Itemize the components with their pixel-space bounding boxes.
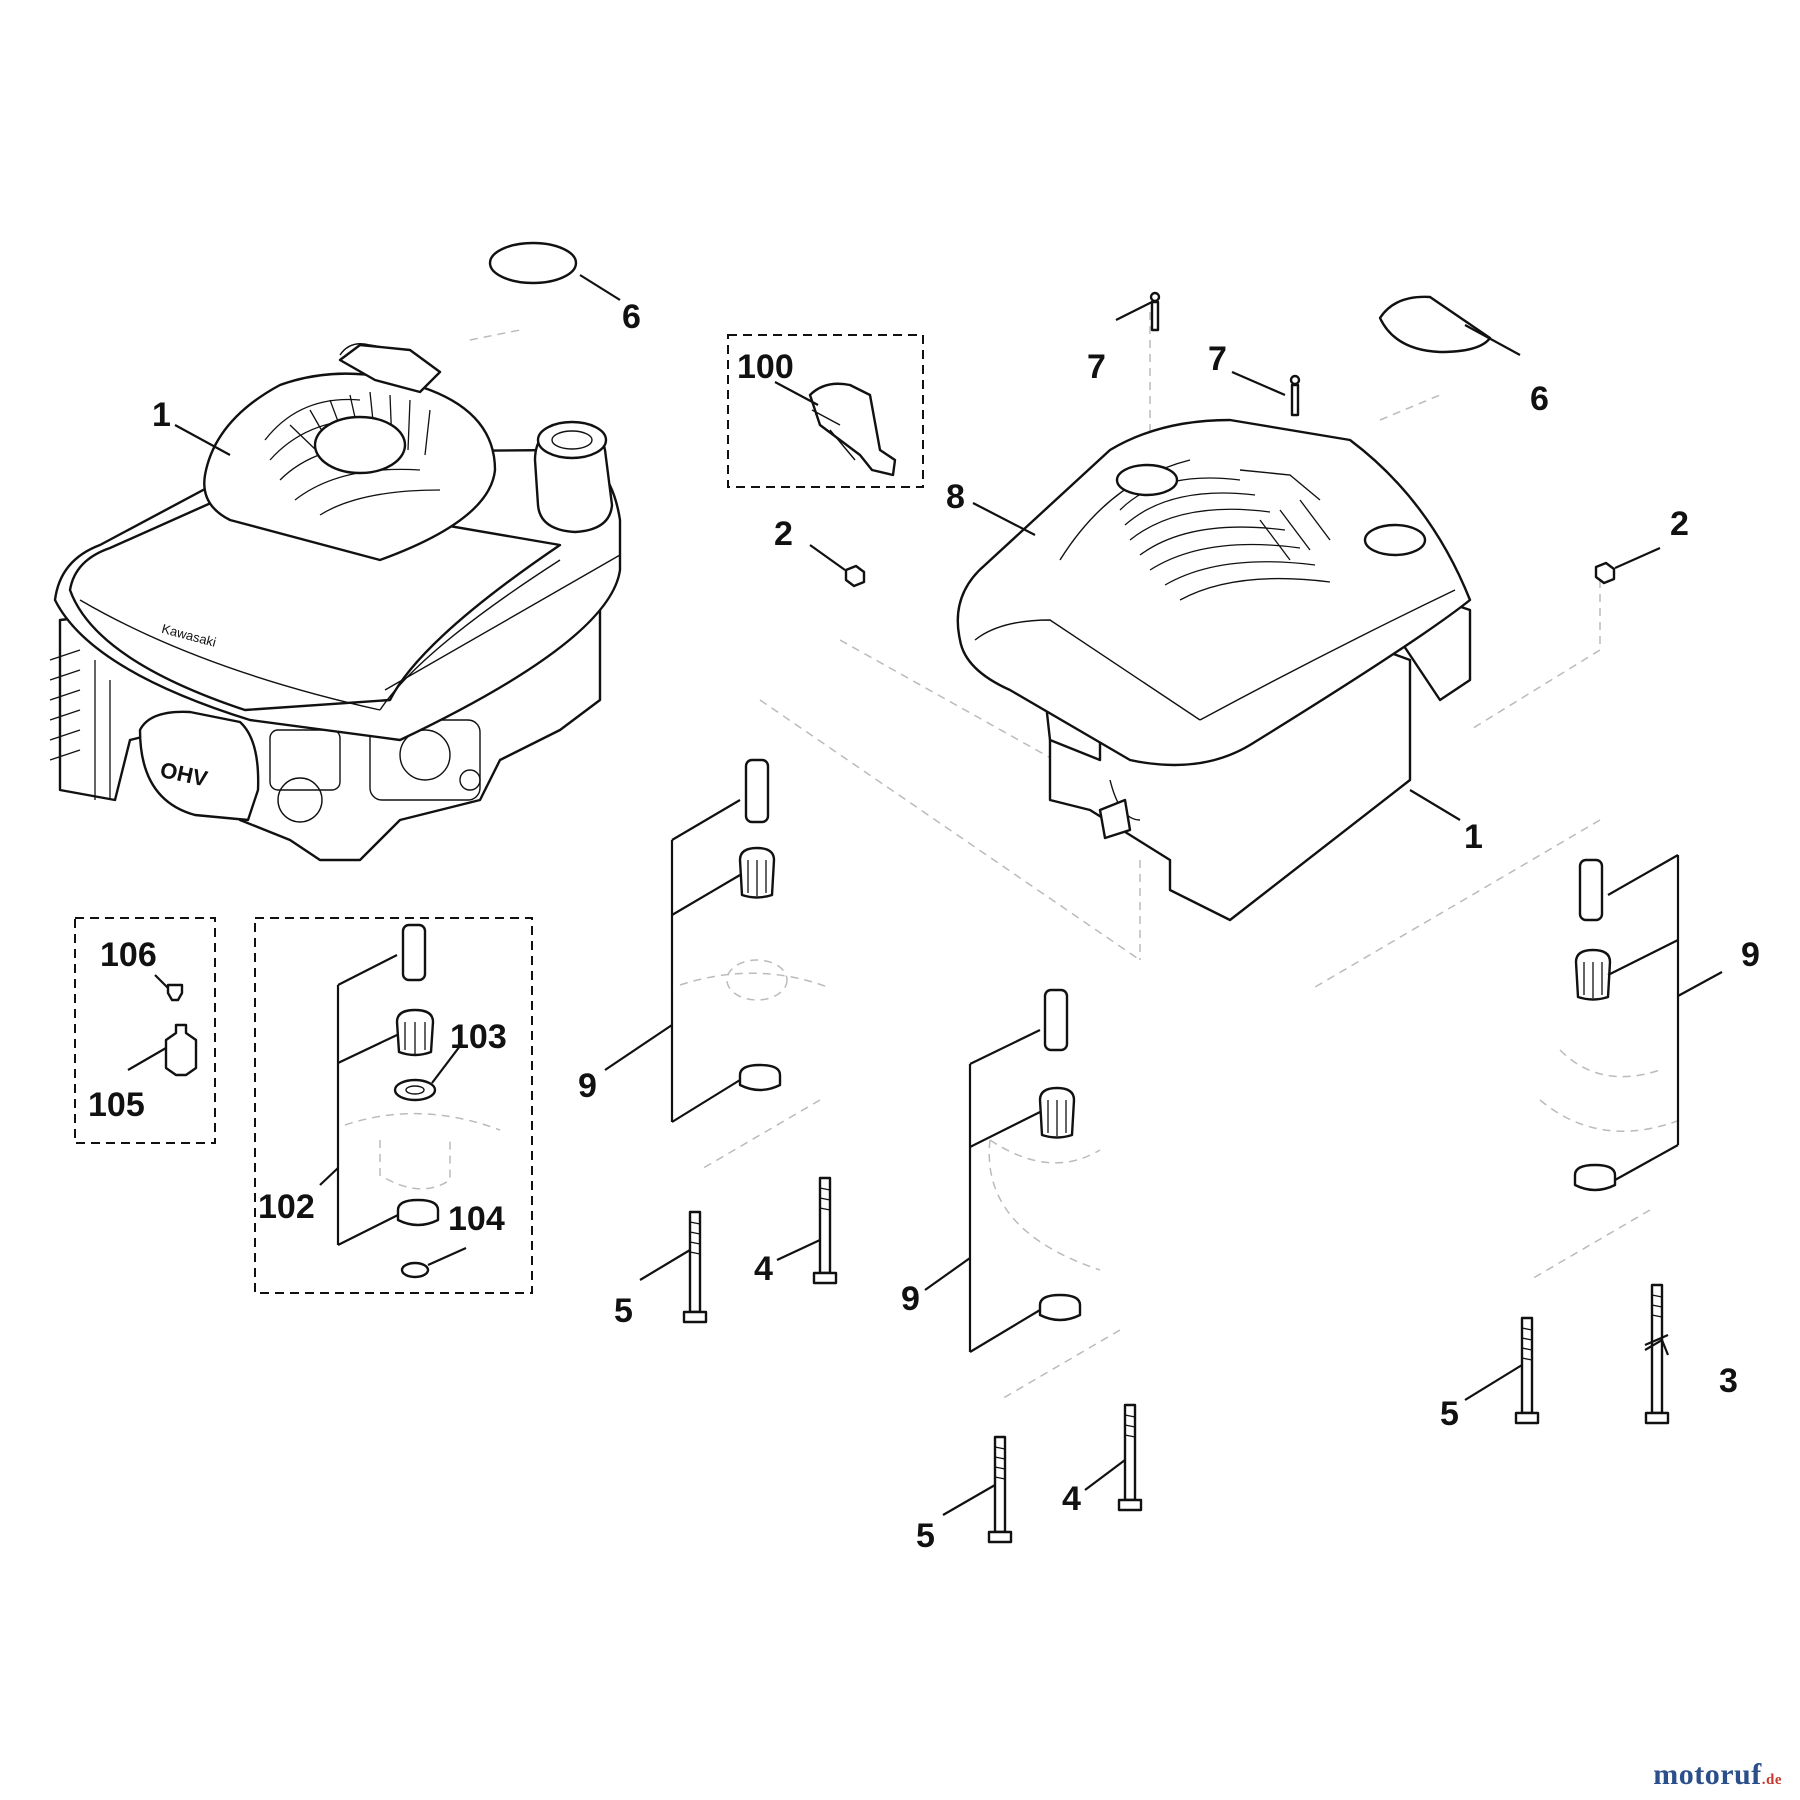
fitting-group-105-106	[74, 917, 216, 1144]
callout-labels: 1 1 2 2 3 4 4 5 5 5 6 6 7 7 8 9 9 9 100 …	[88, 298, 1760, 1555]
callout-104: 104	[448, 1200, 505, 1238]
callout-1-block: 1	[1464, 818, 1483, 856]
nut-part-2-right	[1594, 561, 1616, 585]
callout-5-left: 5	[614, 1292, 633, 1330]
alignment-ghost-lines	[469, 310, 1651, 1401]
bolt-part-4-center	[1117, 1403, 1143, 1512]
callout-6-left: 6	[622, 298, 641, 336]
screw-part-7-right	[1289, 374, 1301, 417]
sticker-part-6-right	[1378, 295, 1492, 354]
callout-5-right: 5	[1440, 1395, 1459, 1433]
callout-6-right: 6	[1530, 380, 1549, 418]
watermark-main-text: motoruf	[1653, 1758, 1762, 1791]
callout-2-right: 2	[1670, 505, 1689, 543]
watermark-logo: motoruf.de	[1653, 1758, 1782, 1792]
bolt-part-3-right	[1644, 1283, 1670, 1425]
callout-1-engine: 1	[152, 396, 171, 434]
callout-9-center: 9	[901, 1280, 920, 1318]
callout-106: 106	[100, 936, 157, 974]
leader-lines	[127, 274, 1723, 1516]
callout-4-left: 4	[754, 1250, 773, 1288]
bolt-part-4-left	[812, 1176, 838, 1285]
callout-103: 103	[450, 1018, 507, 1056]
callout-100: 100	[737, 348, 794, 386]
mount-part-9-right	[1539, 858, 1681, 1192]
bolt-part-5-right	[1514, 1316, 1540, 1425]
callout-105: 105	[88, 1086, 145, 1124]
screw-part-7-left	[1149, 291, 1161, 332]
callout-9-center-left: 9	[578, 1067, 597, 1105]
callout-7-left: 7	[1087, 348, 1106, 386]
callout-9-right: 9	[1741, 936, 1760, 974]
callout-8: 8	[946, 478, 965, 516]
callout-102: 102	[258, 1188, 315, 1226]
bolt-part-5-center	[987, 1435, 1013, 1544]
bolt-part-5-left	[682, 1210, 708, 1324]
callout-5-center: 5	[916, 1517, 935, 1555]
callout-3: 3	[1719, 1362, 1738, 1400]
spark-plug-cap-group-100	[727, 334, 924, 488]
callout-2-center: 2	[774, 515, 793, 553]
mount-part-9-center	[988, 988, 1101, 1322]
mount-kit-102-103-104	[254, 917, 533, 1294]
mount-part-9-center-left	[679, 758, 831, 1092]
engine-assembly: OHV Kawasaki	[49, 343, 622, 862]
callout-4-center: 4	[1062, 1480, 1081, 1518]
sticker-part-6-left	[488, 241, 578, 285]
watermark-tld-text: .de	[1761, 1772, 1782, 1788]
nut-part-2-center	[844, 564, 866, 588]
engine-cover-part-8	[956, 418, 1472, 922]
callout-7-right: 7	[1208, 340, 1227, 378]
